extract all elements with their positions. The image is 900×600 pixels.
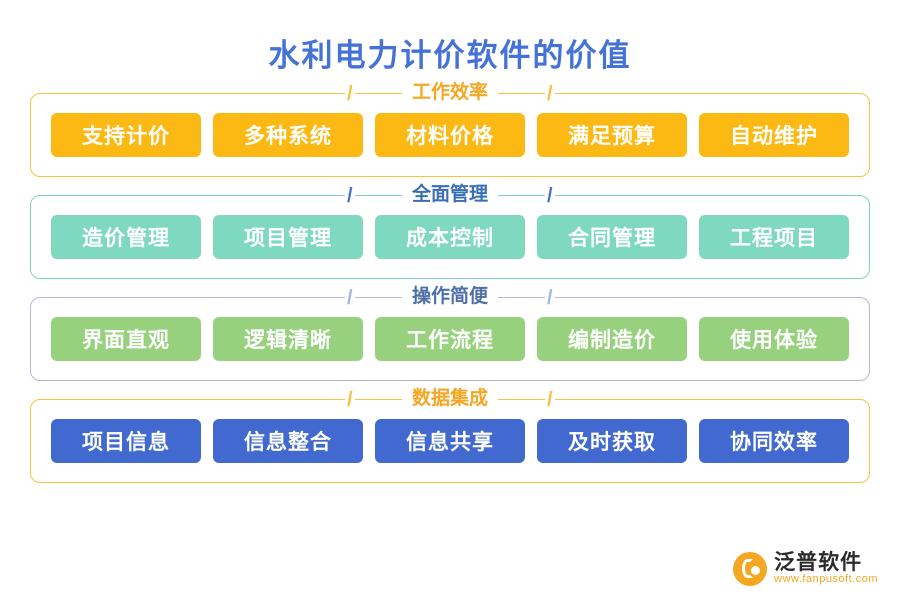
slash-right-icon: /: [545, 83, 555, 105]
chip[interactable]: 逻辑清晰: [213, 317, 363, 361]
chip[interactable]: 编制造价: [537, 317, 687, 361]
slash-right-icon: /: [545, 389, 555, 411]
slash-right-icon: /: [545, 287, 555, 309]
slash-left-icon: /: [345, 389, 355, 411]
logo-url: www.fanpusoft.com: [774, 573, 878, 586]
chip[interactable]: 信息共享: [375, 419, 525, 463]
brand-logo: 泛普软件 www.fanpusoft.com: [733, 552, 878, 586]
slash-left-icon: /: [345, 287, 355, 309]
logo-text: 泛普软件 www.fanpusoft.com: [774, 552, 878, 586]
group-list: / 工作效率 / 支持计价 多种系统 材料价格 满足预算 自动维护 / 全面管理…: [0, 80, 900, 483]
chip[interactable]: 成本控制: [375, 215, 525, 259]
chip[interactable]: 合同管理: [537, 215, 687, 259]
chip[interactable]: 自动维护: [699, 113, 849, 157]
chip[interactable]: 工程项目: [699, 215, 849, 259]
chip[interactable]: 工作流程: [375, 317, 525, 361]
group-label: 数据集成: [401, 386, 499, 412]
group-box: 支持计价 多种系统 材料价格 满足预算 自动维护: [30, 93, 870, 177]
slash-left-icon: /: [345, 83, 355, 105]
chip[interactable]: 协同效率: [699, 419, 849, 463]
chip[interactable]: 界面直观: [51, 317, 201, 361]
chip[interactable]: 多种系统: [213, 113, 363, 157]
group-box: 造价管理 项目管理 成本控制 合同管理 工程项目: [30, 195, 870, 279]
chip[interactable]: 造价管理: [51, 215, 201, 259]
logo-mark-icon: [733, 552, 768, 586]
logo-name: 泛普软件: [774, 551, 863, 575]
slash-left-icon: /: [345, 185, 355, 207]
group-comprehensive-management: / 全面管理 / 造价管理 项目管理 成本控制 合同管理 工程项目: [30, 182, 870, 279]
chip[interactable]: 支持计价: [51, 113, 201, 157]
group-label: 操作简便: [401, 284, 499, 310]
chip[interactable]: 信息整合: [213, 419, 363, 463]
group-easy-operation: / 操作简便 / 界面直观 逻辑清晰 工作流程 编制造价 使用体验: [30, 284, 870, 381]
chip[interactable]: 项目管理: [213, 215, 363, 259]
group-label: 工作效率: [401, 80, 499, 106]
chip[interactable]: 及时获取: [537, 419, 687, 463]
slash-right-icon: /: [545, 185, 555, 207]
group-data-integration: / 数据集成 / 项目信息 信息整合 信息共享 及时获取 协同效率: [30, 386, 870, 483]
chip[interactable]: 项目信息: [51, 419, 201, 463]
group-label: 全面管理: [401, 182, 499, 208]
chip[interactable]: 材料价格: [375, 113, 525, 157]
group-work-efficiency: / 工作效率 / 支持计价 多种系统 材料价格 满足预算 自动维护: [30, 80, 870, 177]
chip[interactable]: 满足预算: [537, 113, 687, 157]
group-box: 项目信息 信息整合 信息共享 及时获取 协同效率: [30, 399, 870, 483]
page-title: 水利电力计价软件的价值: [268, 38, 632, 73]
chip[interactable]: 使用体验: [699, 317, 849, 361]
